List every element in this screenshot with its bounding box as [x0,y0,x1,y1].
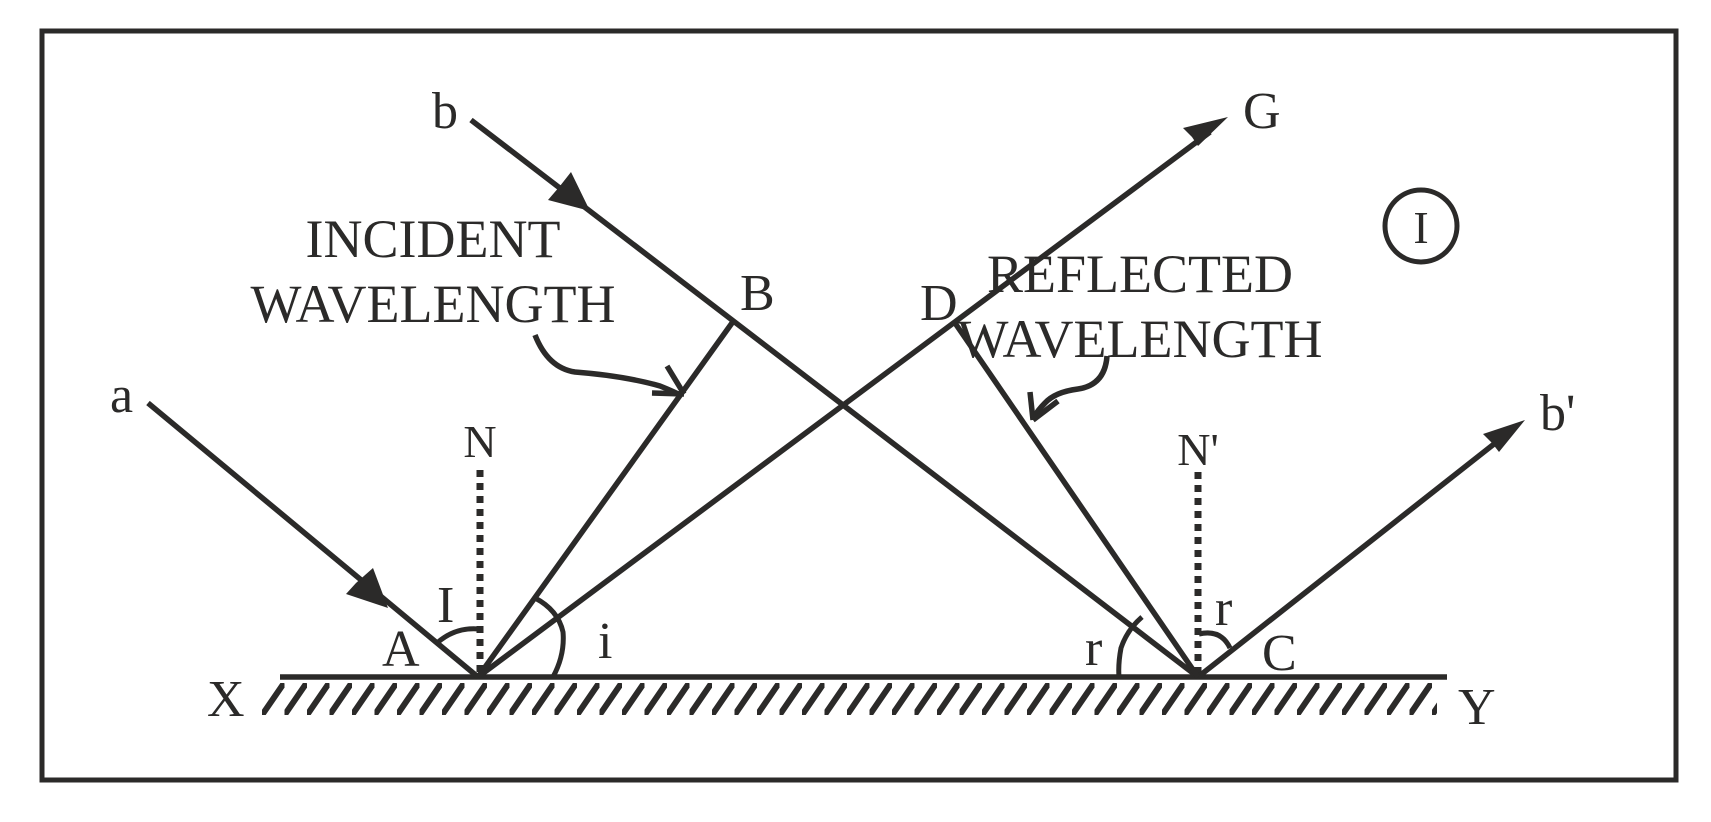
reflecting-surface [262,674,1447,715]
label-b: b [432,83,458,140]
angle-arc-r-right [1198,630,1233,650]
arrowhead-icon [1183,117,1228,146]
angle-arc-r-left [1116,615,1144,678]
angle-label-r-right: r [1215,580,1232,637]
reflected-wavefront-DC [952,321,1201,679]
angle-label-i: i [598,613,612,670]
label-N: N [463,416,496,467]
angle-arc-i [533,595,566,679]
incident-ray-a [146,400,480,680]
reflected-caption-pointer [1027,355,1110,423]
figure-frame [39,28,1679,783]
reflected-ray-b-prime [1196,420,1525,680]
label-b-prime: b' [1540,385,1575,442]
incident-wavefront-AB [475,321,735,679]
label-N-prime: N' [1177,424,1219,475]
label-a: a [110,367,133,424]
label-G: G [1243,83,1281,140]
reflected-caption-line1: REFLECTED [987,244,1293,304]
arrowhead-icon [548,172,590,211]
arrowhead-icon [346,568,388,608]
figure-tag-label: I [1413,202,1428,253]
figure-tag-circle [1382,187,1460,265]
label-Y: Y [1458,679,1496,736]
label-D: D [920,275,958,332]
reflected-ray-G [476,117,1228,680]
label-C: C [1262,625,1297,682]
incident-caption-line1: INCIDENT [306,209,561,269]
angle-label-r-left: r [1085,620,1102,677]
reflected-caption-line2: WAVELENGTH [958,309,1323,369]
label-B: B [740,265,775,322]
incident-caption-pointer [532,333,687,399]
arrowhead-icon [1483,420,1525,452]
angle-arc-I [435,626,480,645]
incident-caption-line2: WAVELENGTH [251,274,616,334]
surface-hatching [262,683,1437,715]
angle-label-I: I [437,577,454,634]
label-X: X [207,671,245,728]
label-A: A [382,621,420,678]
incident-ray-b [469,117,1200,680]
